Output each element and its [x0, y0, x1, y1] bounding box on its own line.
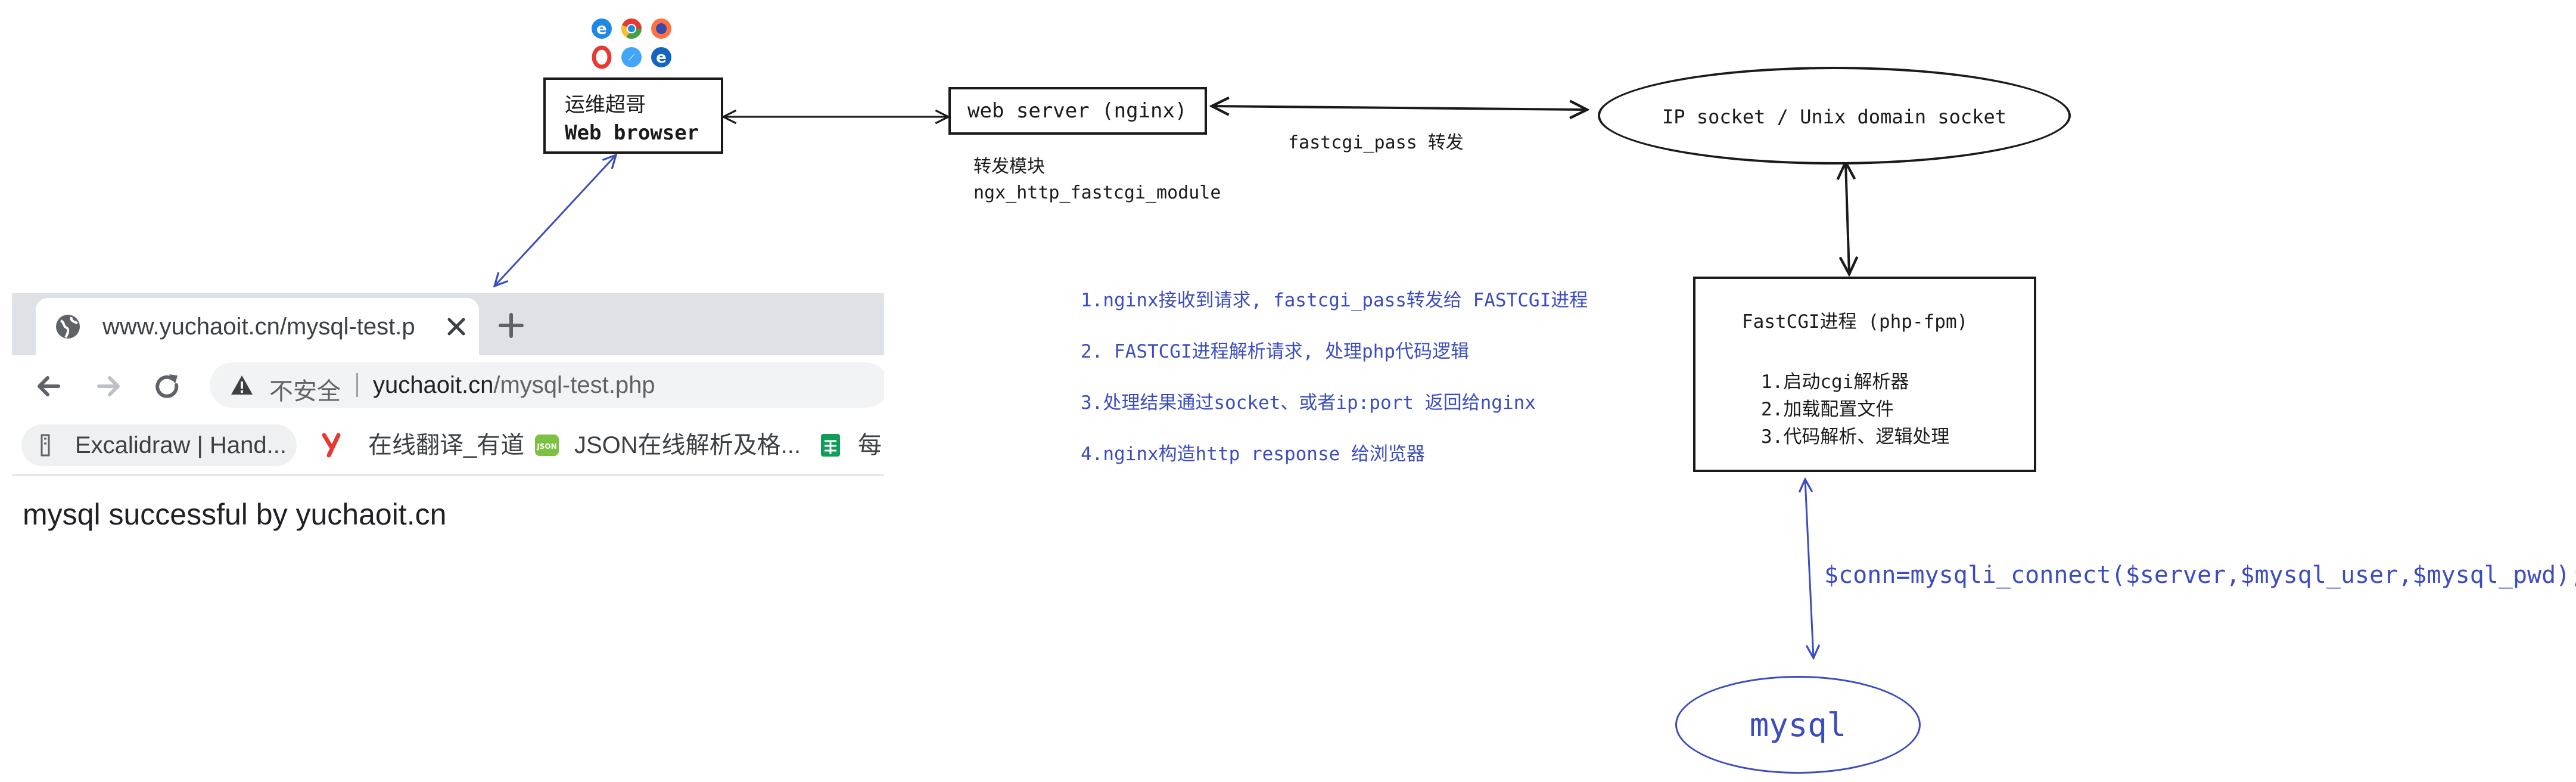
address-divider: [356, 373, 358, 397]
youdao-icon: [322, 433, 341, 458]
browser-node-line2: Web browser: [565, 121, 699, 145]
step-item: 4.nginx构造http response 给浏览器: [1081, 443, 1425, 465]
arrow-fastcgi-mysql: [1805, 479, 1813, 658]
url-path: /mysql-test.php: [493, 372, 655, 398]
arrow-webserver-socket: [1212, 106, 1587, 110]
mysql-node: mysql: [1675, 676, 1921, 774]
browser-tab[interactable]: www.yuchaoit.cn/mysql-test.p: [36, 298, 479, 355]
mysql-node-label: mysql: [1749, 706, 1847, 744]
fastcgi-item: 1.启动cgi解析器: [1761, 371, 1909, 393]
step-item: 1.nginx接收到请求, fastcgi_pass转发给 FASTCGI进程: [1081, 290, 1588, 311]
url-host: yuchaoit.cn: [373, 372, 494, 398]
arrow-socket-fastcgi: [1846, 162, 1849, 274]
browser-icons: e e: [586, 14, 677, 72]
opera-icon: [592, 45, 612, 69]
forward-icon[interactable]: [94, 372, 123, 401]
arrow-browser-screenshot: [494, 155, 616, 286]
address-bar[interactable]: 不安全 yuchaoit.cn/mysql-test.php: [210, 362, 884, 408]
sheets-icon: [821, 434, 840, 457]
tab-title: www.yuchaoit.cn/mysql-test.p: [102, 314, 415, 340]
fastcgi-node-items: 1.启动cgi解析器 2.加载配置文件 3.代码解析、逻辑处理: [1761, 368, 1949, 451]
ie-icon: e: [592, 18, 612, 39]
bookmark-label: 在线翻译_有道: [368, 432, 525, 458]
svg-text:e: e: [656, 49, 667, 67]
module-note-line2: ngx_http_fastcgi_module: [973, 182, 1221, 203]
json-icon: JSON: [535, 435, 559, 456]
page-content-text: mysql successful by yuchaoit.cn: [23, 498, 447, 531]
excalidraw-icon: [41, 434, 50, 457]
module-note-line1: 转发模块: [973, 156, 1045, 177]
bookmark-label: JSON在线解析及格...: [574, 432, 801, 458]
fastcgi-pass-label: fastcgi_pass 转发: [1288, 132, 1464, 153]
bookmark-label: Excalidraw | Hand...: [75, 432, 287, 458]
fastcgi-node-title: FastCGI进程 (php-fpm): [1742, 311, 1968, 333]
module-note: 转发模块 ngx_http_fastcgi_module: [973, 154, 1221, 206]
fastcgi-node: FastCGI进程 (php-fpm) 1.启动cgi解析器 2.加载配置文件 …: [1693, 277, 2036, 472]
bookmark-excalidraw[interactable]: Excalidraw | Hand...: [21, 424, 297, 466]
bookmark-daily[interactable]: 每: [819, 424, 884, 466]
steps-list: 1.nginx接收到请求, fastcgi_pass转发给 FASTCGI进程 …: [1081, 285, 1588, 490]
browser-node-line1: 运维超哥: [565, 93, 646, 117]
reload-icon[interactable]: [153, 372, 181, 401]
firefox-icon: [651, 18, 671, 39]
browser-screenshot: www.yuchaoit.cn/mysql-test.p 不安全: [12, 293, 884, 556]
warning-icon: [231, 376, 253, 395]
not-secure-label: 不安全: [269, 378, 341, 405]
bookmark-label: 每: [858, 432, 882, 458]
chrome-icon: [621, 18, 642, 39]
close-tab-icon[interactable]: [444, 315, 468, 339]
tab-strip: www.yuchaoit.cn/mysql-test.p: [12, 293, 884, 355]
globe-icon: [56, 315, 80, 339]
new-tab-icon[interactable]: [497, 311, 525, 340]
bookmark-youdao[interactable]: 在线翻译_有道: [317, 424, 524, 466]
fastcgi-item: 3.代码解析、逻辑处理: [1761, 426, 1950, 448]
mysql-connect-code: $conn=mysqli_connect($server,$mysql_user…: [1824, 561, 2576, 589]
webserver-node-label: web server (nginx): [967, 99, 1187, 123]
toolbar: 不安全 yuchaoit.cn/mysql-test.php: [12, 355, 884, 415]
svg-text:JSON: JSON: [536, 442, 556, 451]
step-item: 2. FASTCGI进程解析请求, 处理php代码逻辑: [1081, 341, 1469, 362]
bookmark-json[interactable]: JSON JSON在线解析及格...: [531, 424, 817, 466]
back-icon[interactable]: [35, 372, 63, 401]
safari-icon: [621, 47, 642, 67]
svg-text:e: e: [596, 20, 607, 38]
bookmarks-bar: Excalidraw | Hand... 在线翻译_有道 JSON JSON在线…: [12, 415, 884, 476]
fastcgi-item: 2.加载配置文件: [1761, 399, 1894, 420]
url-text: yuchaoit.cn/mysql-test.php: [373, 372, 655, 399]
browser-node: 运维超哥 Web browser: [543, 77, 723, 154]
webserver-node: web server (nginx): [948, 87, 1207, 135]
step-item: 3.处理结果通过socket、或者ip:port 返回给nginx: [1081, 392, 1536, 414]
socket-node-label: IP socket / Unix domain socket: [1662, 105, 2006, 128]
edge-icon: e: [651, 47, 671, 67]
socket-node: IP socket / Unix domain socket: [1598, 67, 2071, 165]
